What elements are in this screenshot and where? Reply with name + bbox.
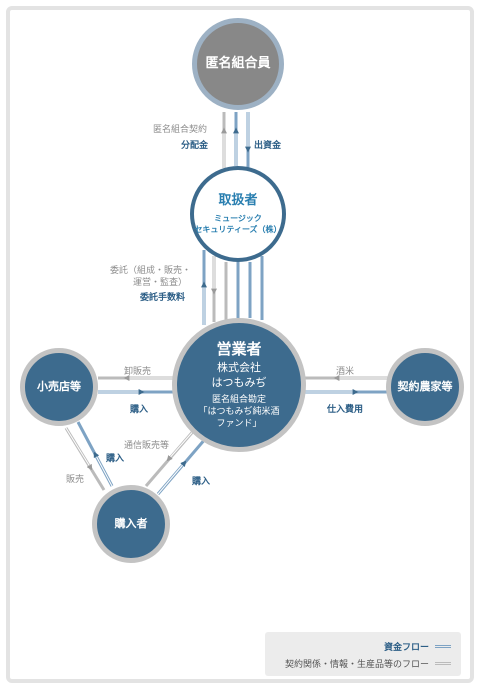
label-purchase-buyer: 購入 xyxy=(106,454,125,464)
legend-money-flow: 資金フロー xyxy=(384,640,451,653)
flow-retail-buyer xyxy=(64,421,114,491)
node-operator-fund-line2: 「はつもみぢ純米酒 xyxy=(198,407,280,418)
label-sake-rice: 酒米 xyxy=(336,367,355,377)
node-operator-company-line2: はつもみぢ xyxy=(211,375,267,389)
node-operator-company-line1: 株式会社 xyxy=(217,361,261,375)
node-handler-title: 取扱者 xyxy=(218,192,258,208)
flow-anon-handler xyxy=(221,112,251,168)
node-anonymous-partners: 匿名組合員 xyxy=(192,18,284,110)
node-operator-title: 営業者 xyxy=(216,339,262,358)
node-purchasers: 購入者 xyxy=(92,485,170,563)
node-handler-company: ミュージック セキュリティーズ（株） xyxy=(194,214,281,236)
node-operator-fund-line3: ファンド」 xyxy=(216,419,262,430)
node-handler-company-line2: セキュリティーズ（株） xyxy=(194,224,282,234)
legend-money-swatch xyxy=(435,645,451,648)
legend-contract-swatch xyxy=(435,662,451,665)
node-operator-fund-line1: 匿名組合勘定 xyxy=(211,394,266,405)
node-retailers-label: 小売店等 xyxy=(37,380,81,394)
label-procurement-cost: 仕入費用 xyxy=(327,405,364,415)
legend-contract-flow: 契約関係・情報・生産品等のフロー xyxy=(285,657,451,670)
node-operator: 営業者 株式会社 はつもみぢ 匿名組合勘定 「はつもみぢ純米酒 ファンド」 xyxy=(172,318,306,452)
label-investment: 出資金 xyxy=(254,141,282,151)
label-mail-order: 通信販売等 xyxy=(124,441,170,451)
node-handler-company-line1: ミュージック xyxy=(214,213,262,223)
legend: 資金フロー 契約関係・情報・生産品等のフロー xyxy=(265,632,461,676)
legend-contract-flow-label: 契約関係・情報・生産品等のフロー xyxy=(284,660,429,670)
label-purchase-mail: 購入 xyxy=(192,477,211,487)
label-wholesale: 卸販売 xyxy=(124,367,152,377)
node-purchasers-label: 購入者 xyxy=(114,517,148,531)
flow-operator-retail xyxy=(98,375,176,395)
flow-operator-buyer xyxy=(144,427,208,495)
flow-operator-farm xyxy=(304,375,388,395)
flow-handler-operator xyxy=(201,250,264,325)
label-entrust-line1: 委託（組成・販売・ xyxy=(110,266,192,276)
node-contract-farmers: 契約農家等 xyxy=(386,348,464,426)
node-retailers: 小売店等 xyxy=(20,348,98,426)
node-operator-fund: 匿名組合勘定 「はつもみぢ純米酒 ファンド」 xyxy=(198,394,279,430)
label-distribution: 分配金 xyxy=(181,141,209,151)
label-anon-contract: 匿名組合契約 xyxy=(153,125,208,135)
node-handler: 取扱者 ミュージック セキュリティーズ（株） xyxy=(190,166,286,262)
label-entrust-line2: 運営・監査） xyxy=(133,278,188,288)
node-contract-farmers-label: 契約農家等 xyxy=(397,380,453,394)
node-anonymous-partners-label: 匿名組合員 xyxy=(205,55,271,71)
label-entrust-fee: 委託手数料 xyxy=(140,293,186,303)
label-sale: 販売 xyxy=(66,475,85,485)
legend-money-flow-label: 資金フロー xyxy=(383,643,429,653)
label-purchase-retail: 購入 xyxy=(130,405,149,415)
